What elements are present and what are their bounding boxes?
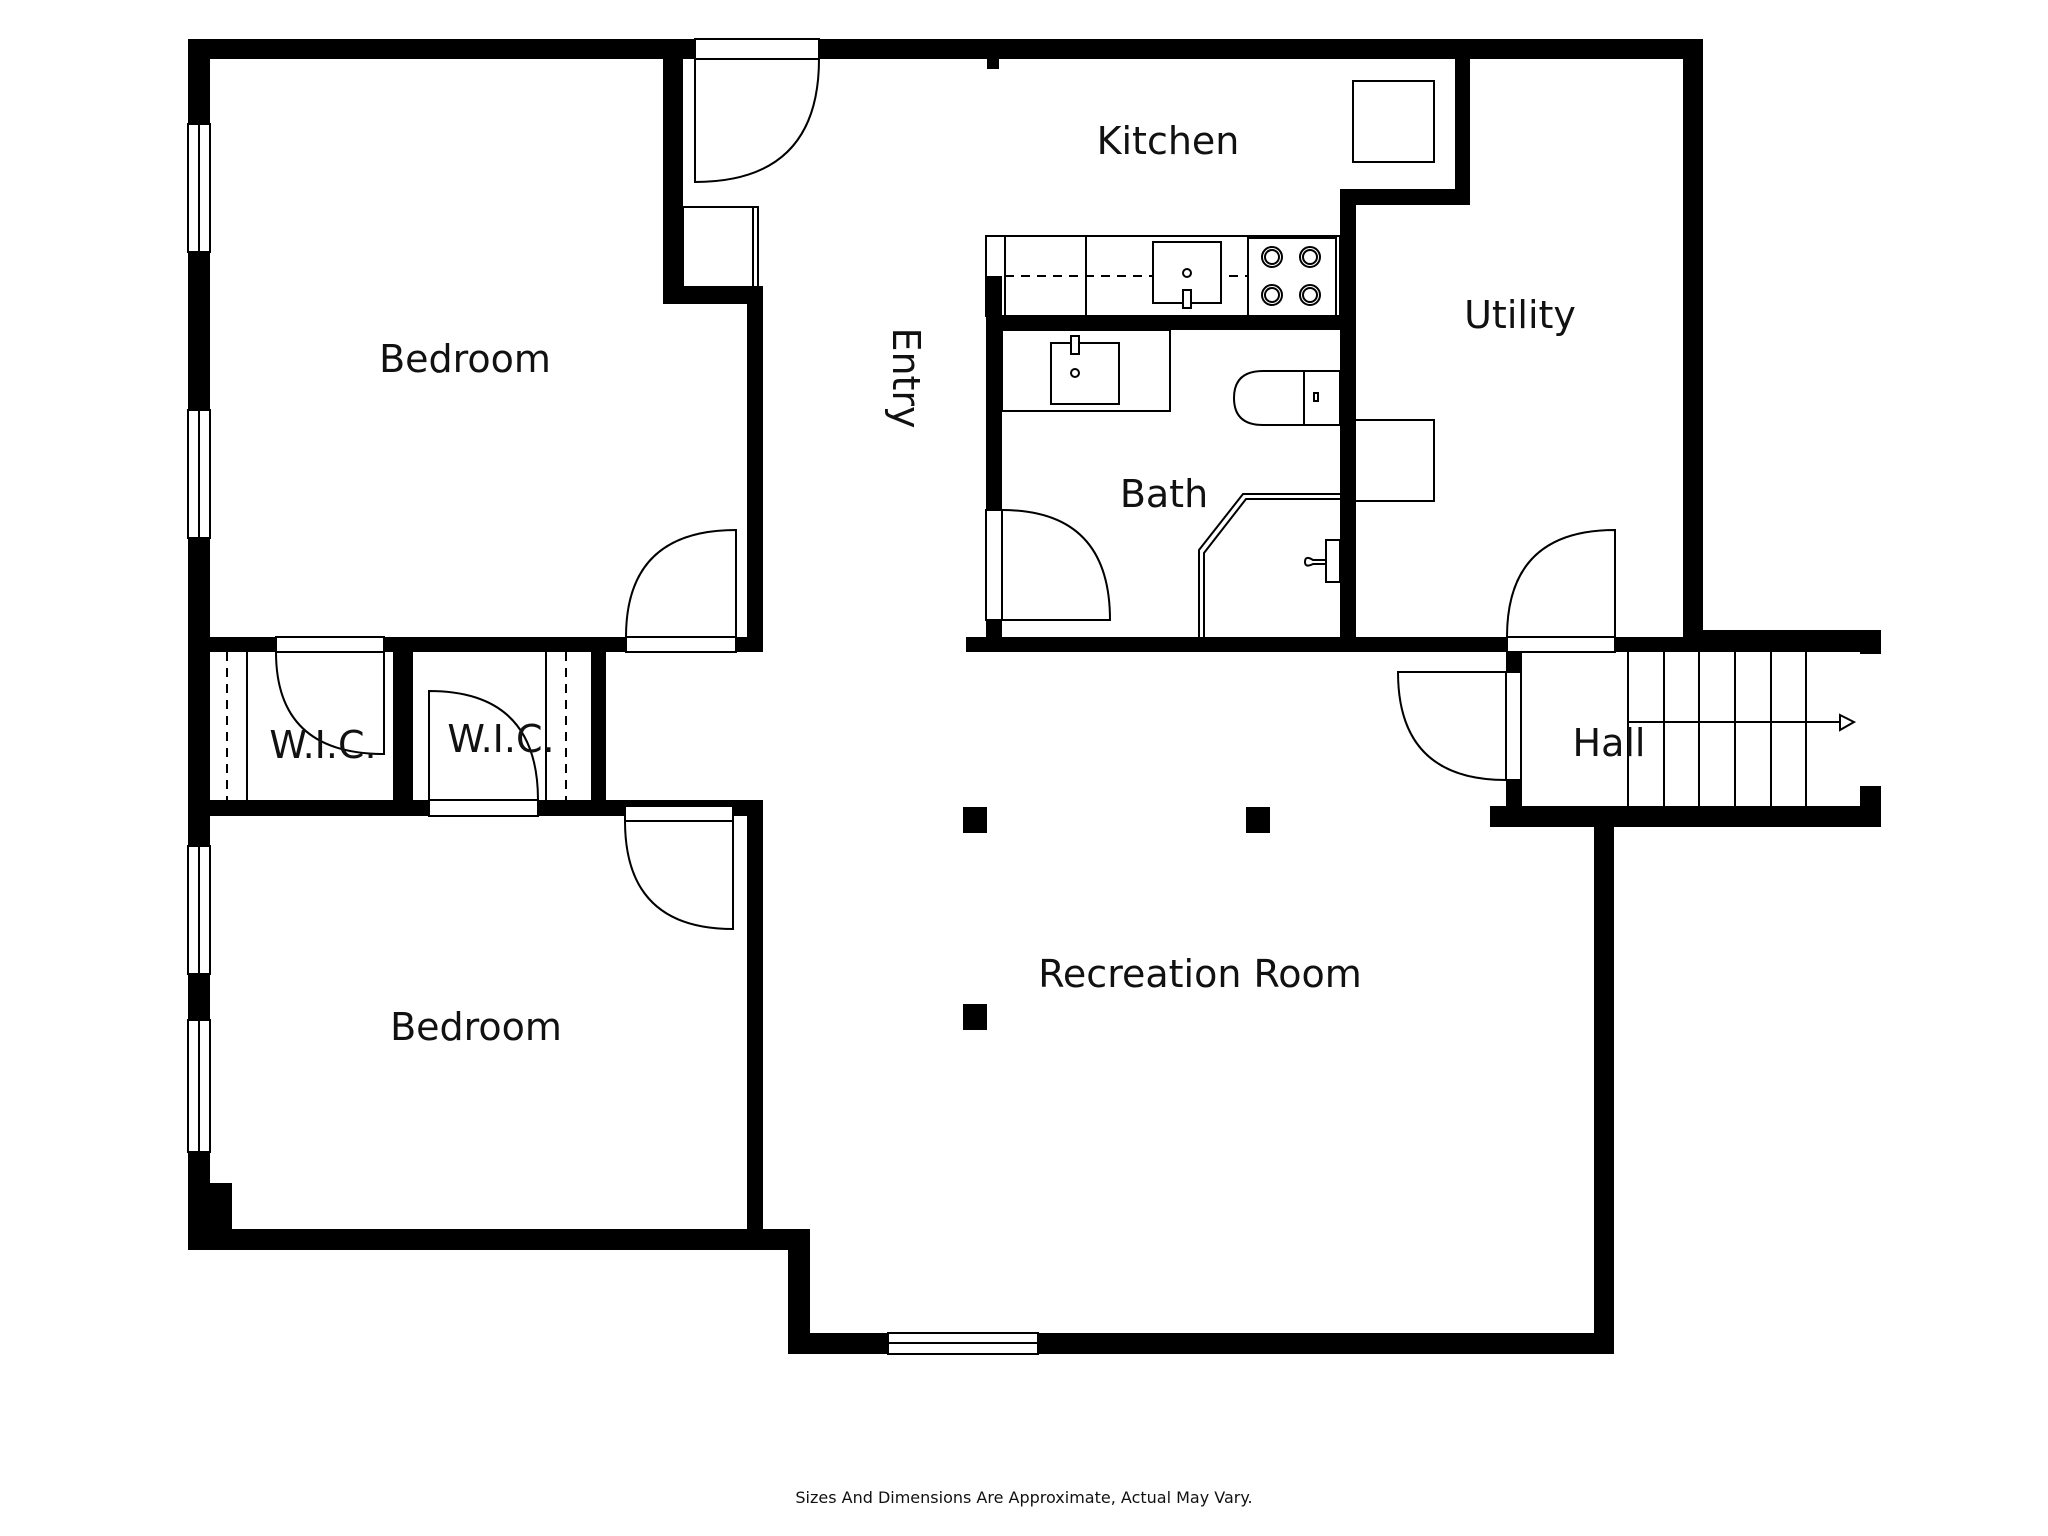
label-wic-left: W.I.C. xyxy=(269,723,376,767)
kitchen-fixtures xyxy=(985,80,1435,317)
water-heater-icon xyxy=(1352,419,1435,502)
disclaimer-note: Sizes And Dimensions Are Approximate, Ac… xyxy=(795,1488,1253,1507)
doors xyxy=(275,38,1616,931)
stair-direction-arrow-icon xyxy=(1839,713,1857,732)
kitchen-sink-icon xyxy=(1152,241,1222,304)
cooktop-icon xyxy=(1247,237,1337,317)
closet-shelves xyxy=(226,652,567,800)
label-kitchen: Kitchen xyxy=(1097,119,1240,163)
label-utility: Utility xyxy=(1464,293,1576,337)
room-labels: Bedroom Kitchen Utility Entry Bath W.I.C… xyxy=(269,119,1645,1049)
label-entry: Entry xyxy=(884,327,928,428)
bath-fixtures xyxy=(1001,329,1341,637)
label-bedroom-top: Bedroom xyxy=(379,337,551,381)
label-wic-right: W.I.C. xyxy=(447,717,554,761)
stairs xyxy=(1520,652,1857,806)
label-bath: Bath xyxy=(1120,472,1208,516)
label-recreation-room: Recreation Room xyxy=(1038,952,1362,996)
bath-sink-icon xyxy=(1050,342,1120,405)
windows xyxy=(187,123,1039,1355)
vanity-icon xyxy=(1001,329,1171,412)
toilet-icon xyxy=(1232,370,1305,426)
shower-head-icon xyxy=(1303,556,1326,567)
fridge-icon xyxy=(1352,80,1435,163)
label-bedroom-bottom: Bedroom xyxy=(390,1005,562,1049)
label-hall: Hall xyxy=(1573,721,1646,765)
